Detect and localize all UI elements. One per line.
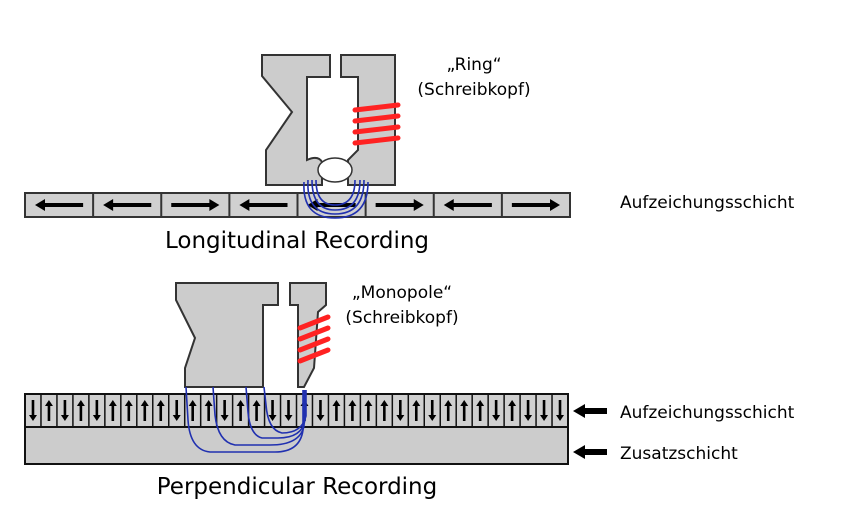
magnetization-arrow-down <box>268 400 277 421</box>
longitudinal-layer-label: Aufzeichungsschicht <box>620 193 795 213</box>
ring-head-gap <box>317 157 353 183</box>
magnetization-arrow-up <box>124 400 133 421</box>
magnetization-arrow-up <box>140 400 149 421</box>
magnetization-arrow-up <box>188 400 197 421</box>
magnetization-arrow-down <box>220 400 229 421</box>
magnetization-arrow-up <box>444 400 453 421</box>
ring-head-field-lines <box>303 179 369 219</box>
magnetization-arrow-up <box>412 400 421 421</box>
monopole-label-1: „Monopole“ <box>352 283 452 303</box>
magnetization-arrow-down <box>556 400 565 421</box>
ring-head-coil <box>352 102 401 146</box>
magnetization-arrow-up <box>252 400 261 421</box>
magnetization-arrow-up <box>476 400 485 421</box>
magnetization-arrow-down <box>524 400 533 421</box>
perpendicular-bit-cells <box>28 394 565 427</box>
magnetization-arrow-down <box>284 400 293 421</box>
magnetization-arrow-up <box>44 400 53 421</box>
magnetization-arrow-up <box>236 400 245 421</box>
magnetization-arrow-right <box>171 199 220 211</box>
magnetization-arrow-left <box>35 199 84 211</box>
magnetization-arrow-left <box>103 199 152 211</box>
magnetization-arrow-up <box>108 400 117 421</box>
layer-pointer-arrows <box>573 404 607 459</box>
monopole-label-2: (Schreibkopf) <box>345 308 458 328</box>
underlayer-label: Zusatzschicht <box>620 444 738 464</box>
magnetization-arrow-left <box>443 199 492 211</box>
perpendicular-layer-label: Aufzeichungsschicht <box>620 403 795 423</box>
magnetization-arrow-up <box>380 400 389 421</box>
ring-head-left-pole <box>261 54 331 186</box>
magnetization-arrow-down <box>428 400 437 421</box>
magnetization-arrow-down <box>396 400 405 421</box>
magnetization-arrow-down <box>492 400 501 421</box>
monopole-field-lines <box>185 386 307 453</box>
longitudinal-caption: Longitudinal Recording <box>165 228 429 254</box>
magnetization-arrow-right <box>511 199 560 211</box>
ring-head-label-2: (Schreibkopf) <box>417 80 530 100</box>
magnetization-arrow-down <box>316 400 325 421</box>
magnetization-arrow-down <box>92 400 101 421</box>
perpendicular-caption: Perpendicular Recording <box>157 474 437 500</box>
magnetization-arrow-up <box>156 400 165 421</box>
magnetization-arrow-down <box>60 400 69 421</box>
magnetization-arrow-up <box>76 400 85 421</box>
recording-layer-arrow <box>573 404 607 418</box>
monopole-return-pole <box>175 282 279 388</box>
magnetization-arrow-left <box>239 199 288 211</box>
magnetization-arrow-up <box>460 400 469 421</box>
perpendicular-section: „Monopole“ (Schreibkopf) Aufzeichungssch… <box>24 282 795 500</box>
magnetization-arrow-down <box>28 400 37 421</box>
magnetization-arrow-down <box>172 400 181 421</box>
magnetization-arrow-right <box>375 199 424 211</box>
ring-head-label-1: „Ring“ <box>446 55 501 75</box>
magnetization-arrow-up <box>508 400 517 421</box>
magnetization-arrow-up <box>348 400 357 421</box>
magnetization-arrow-up <box>364 400 373 421</box>
underlayer-arrow <box>573 445 607 459</box>
longitudinal-section: „Ring“ (Schreibkopf) Aufzeichungsschicht… <box>24 54 795 254</box>
monopole-coil <box>297 314 331 364</box>
magnetization-arrow-up <box>332 400 341 421</box>
magnetization-arrow-up <box>204 400 213 421</box>
magnetization-arrow-down <box>540 400 549 421</box>
